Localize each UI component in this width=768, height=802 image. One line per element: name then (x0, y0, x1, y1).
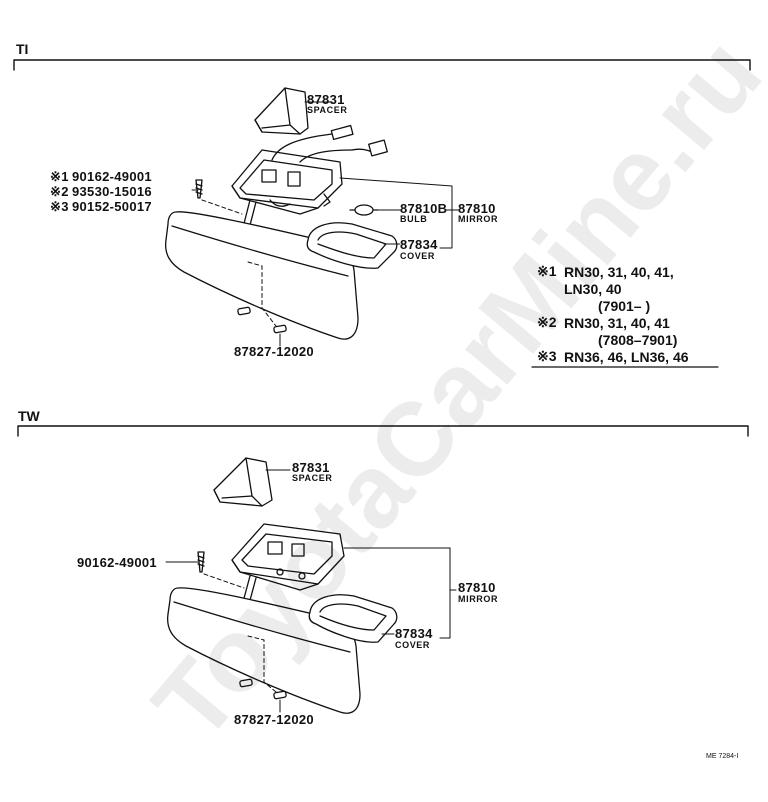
section-frame-tw (17, 425, 749, 437)
ti-bulb-part-no: 87810B (400, 201, 448, 216)
tw-pads-drawing (239, 678, 287, 700)
tw-cover-drawing (308, 594, 398, 643)
tw-cover-part-no: 87834 (395, 626, 433, 641)
note-1-line-3: (7901– ) (598, 298, 651, 314)
ti-screw-mark-1: ※1 (50, 169, 69, 184)
figure-code: ME 7284-I (706, 753, 739, 760)
note-3-line-1: RN36, 46, LN36, 46 (564, 349, 689, 365)
ti-mirror-name: MIRROR (458, 214, 499, 224)
ti-cover-part-no: 87834 (400, 237, 438, 252)
note-3-mark: ※3 (537, 348, 557, 364)
ti-cover-name: COVER (400, 251, 436, 261)
section-title-tw: TW (18, 408, 40, 424)
section-title-ti: TI (16, 41, 29, 57)
ti-pad-part-no: 87827-12020 (234, 344, 314, 359)
ti-screw-part-no-1: 90162-49001 (72, 169, 152, 184)
ti-screw-part-no-3: 90152-50017 (72, 199, 152, 214)
ti-spacer-part-no: 87831 (307, 92, 345, 107)
note-2-mark: ※2 (537, 314, 557, 330)
ti-spacer-drawing (254, 87, 309, 135)
ti-screw-mark-2: ※2 (50, 184, 69, 199)
tw-spacer-drawing (213, 457, 273, 507)
tw-screw-drawing (197, 551, 205, 573)
ti-bulb-drawing (349, 204, 379, 216)
note-2-line-2: (7808–7901) (598, 332, 678, 348)
note-1-line-2: LN30, 40 (564, 281, 622, 297)
ti-bulb-name: BULB (400, 214, 428, 224)
tw-mirror-base-drawing (231, 523, 345, 591)
note-1-mark: ※1 (537, 263, 557, 279)
note-1-line-1: RN30, 31, 40, 41, (564, 264, 674, 280)
tw-pad-part-no: 87827-12020 (234, 712, 314, 727)
ti-spacer-name: SPACER (307, 105, 348, 115)
ti-screw-mark-3: ※3 (50, 199, 69, 214)
ti-screw-part-no-2: 93530-15016 (72, 184, 152, 199)
ti-mirror-part-no: 87810 (458, 201, 496, 216)
section-frame-ti (13, 59, 751, 71)
ti-screw-drawing (195, 179, 203, 199)
tw-spacer-name: SPACER (292, 473, 333, 483)
tw-spacer-part-no: 87831 (292, 460, 330, 475)
tw-cover-name: COVER (395, 640, 431, 650)
tw-mirror-name: MIRROR (458, 594, 499, 604)
tw-mirror-part-no: 87810 (458, 580, 496, 595)
tw-screw-part-no: 90162-49001 (77, 555, 157, 570)
ti-pads-drawing (237, 306, 287, 334)
note-2-line-1: RN30, 31, 40, 41 (564, 315, 670, 331)
ti-mirror-base-drawing (231, 124, 388, 215)
